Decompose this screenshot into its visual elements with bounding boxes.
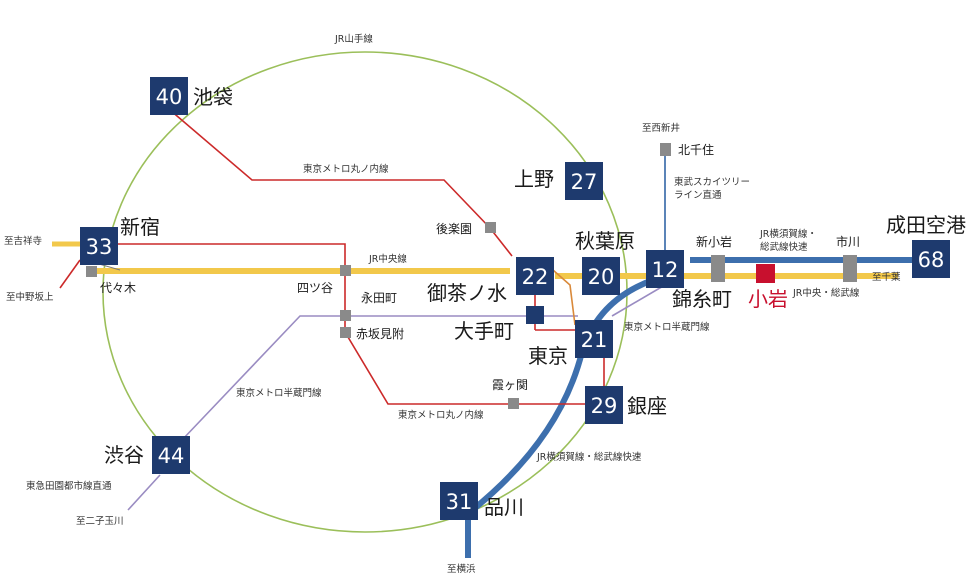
kinshicho-name: 錦糸町 (672, 287, 732, 311)
yoyogi-marker (86, 266, 97, 277)
shinagawa-name: 品川 (484, 495, 524, 519)
kasumigaseki-name: 霞ヶ関 (492, 378, 528, 392)
svg-text:21: 21 (581, 328, 608, 352)
skytree-label-1: 東武スカイツリー (674, 176, 750, 188)
svg-text:27: 27 (571, 170, 598, 194)
line-labels: JR山手線 東京メトロ丸ノ内線 JR中央線 東京メトロ半蔵門線 東京メトロ丸ノ内… (26, 33, 860, 492)
nishiarai-destination: 至西新井 (642, 122, 680, 134)
kitasenju-name: 北千住 (678, 143, 714, 157)
nagatacho-marker (340, 310, 351, 321)
kinshicho-badge: 12 (646, 250, 684, 288)
marunouchi-label-lower: 東京メトロ丸ノ内線 (398, 409, 484, 421)
nakano-sakaue-destination: 至中野坂上 (6, 291, 54, 303)
tokyo-name: 東京 (528, 344, 568, 368)
koiwa-name: 小岩 (748, 287, 788, 311)
yotsuya-name: 四ツ谷 (297, 281, 333, 295)
ikebukuro-badge: 40 (150, 77, 188, 115)
svg-text:44: 44 (158, 444, 185, 468)
svg-text:31: 31 (446, 490, 473, 514)
chuo-label: JR中央線 (368, 253, 407, 265)
svg-text:29: 29 (591, 394, 618, 418)
svg-text:33: 33 (86, 235, 113, 259)
akasaka-mitsuke-name: 赤坂見附 (356, 327, 404, 341)
destination-labels: 至吉祥寺 至中野坂上 至西新井 至千葉 至横浜 至二子玉川 (4, 122, 901, 575)
shinkoiwa-name: 新小岩 (696, 234, 732, 249)
chuo-sobu-label: JR中央・総武線 (792, 287, 860, 299)
svg-text:12: 12 (652, 258, 679, 282)
shinagawa-badge: 31 (440, 482, 478, 520)
yokosuka-sobu-label-upper-2: 総武線快速 (760, 241, 808, 253)
yokosuka-sobu-label-lower: JR横須賀線・総武線快速 (536, 451, 642, 463)
ueno-name: 上野 (514, 167, 554, 191)
svg-text:20: 20 (588, 265, 615, 289)
ichikawa-name: 市川 (836, 234, 860, 249)
svg-text:22: 22 (522, 265, 549, 289)
hanzomon-line (127, 284, 666, 511)
yokosuka-sobu-line (465, 257, 920, 558)
shibuya-name: 渋谷 (104, 443, 144, 467)
kichijoji-destination: 至吉祥寺 (4, 235, 43, 247)
yokosuka-sobu-label-upper-1: JR横須賀線・ (759, 228, 817, 240)
shibuya-badge: 44 (152, 436, 190, 474)
akihabara-badge: 20 (582, 257, 620, 295)
kasumigaseki-marker (508, 398, 519, 409)
hanzomon-label-right: 東京メトロ半蔵門線 (624, 321, 710, 333)
shinjuku-name: 新宿 (120, 215, 160, 239)
yoyogi-name: 代々木 (100, 281, 136, 295)
chuo-connector (552, 269, 576, 326)
skytree-label-2: ライン直通 (674, 189, 722, 201)
korakuen-marker (485, 222, 496, 233)
korakuen-name: 後楽園 (436, 222, 472, 236)
marunouchi-line (59, 109, 605, 405)
shinjuku-badge: 33 (80, 227, 118, 265)
yamanote-label: JR山手線 (334, 33, 373, 45)
koiwa-marker (756, 264, 775, 283)
hanzomon-label-left: 東京メトロ半蔵門線 (236, 387, 322, 399)
svg-text:68: 68 (918, 248, 945, 272)
chiba-destination: 至千葉 (872, 271, 901, 283)
futako-tamagawa-destination: 至二子玉川 (76, 516, 124, 527)
narita-badge: 68 (912, 240, 950, 278)
ginza-name: 銀座 (627, 394, 667, 418)
otemachi-marker (526, 306, 544, 324)
tokyu-label: 東急田園都市線直通 (26, 480, 112, 492)
station-names: 池袋 新宿 上野 秋葉原 御茶ノ水 錦糸町 成田空港 大手町 東京 銀座 渋谷 … (104, 85, 966, 519)
kitasenju-marker (660, 143, 671, 156)
tokyo-badge: 21 (575, 320, 613, 358)
yokohama-destination: 至横浜 (447, 563, 476, 575)
ginza-badge: 29 (585, 386, 623, 424)
shinkoiwa-marker (711, 255, 725, 282)
ueno-badge: 27 (565, 162, 603, 200)
ochanomizu-badge: 22 (516, 257, 554, 295)
svg-text:40: 40 (156, 85, 183, 109)
ichikawa-marker (843, 255, 857, 282)
small-stations (86, 143, 857, 409)
ikebukuro-name: 池袋 (193, 85, 233, 109)
marunouchi-label-upper: 東京メトロ丸ノ内線 (303, 163, 389, 175)
akasaka-mitsuke-marker (340, 327, 351, 338)
akihabara-name: 秋葉原 (575, 229, 635, 253)
ochanomizu-name: 御茶ノ水 (427, 281, 507, 305)
small-station-names: 後楽園 代々木 四ツ谷 永田町 赤坂見附 霞ヶ関 北千住 新小岩 市川 (100, 143, 860, 392)
nagatacho-name: 永田町 (361, 291, 397, 305)
narita-name: 成田空港 (886, 213, 966, 237)
station-badges: 40 33 27 22 20 12 68 21 (80, 77, 950, 520)
yotsuya-marker (340, 265, 351, 276)
otemachi-name: 大手町 (454, 319, 514, 343)
